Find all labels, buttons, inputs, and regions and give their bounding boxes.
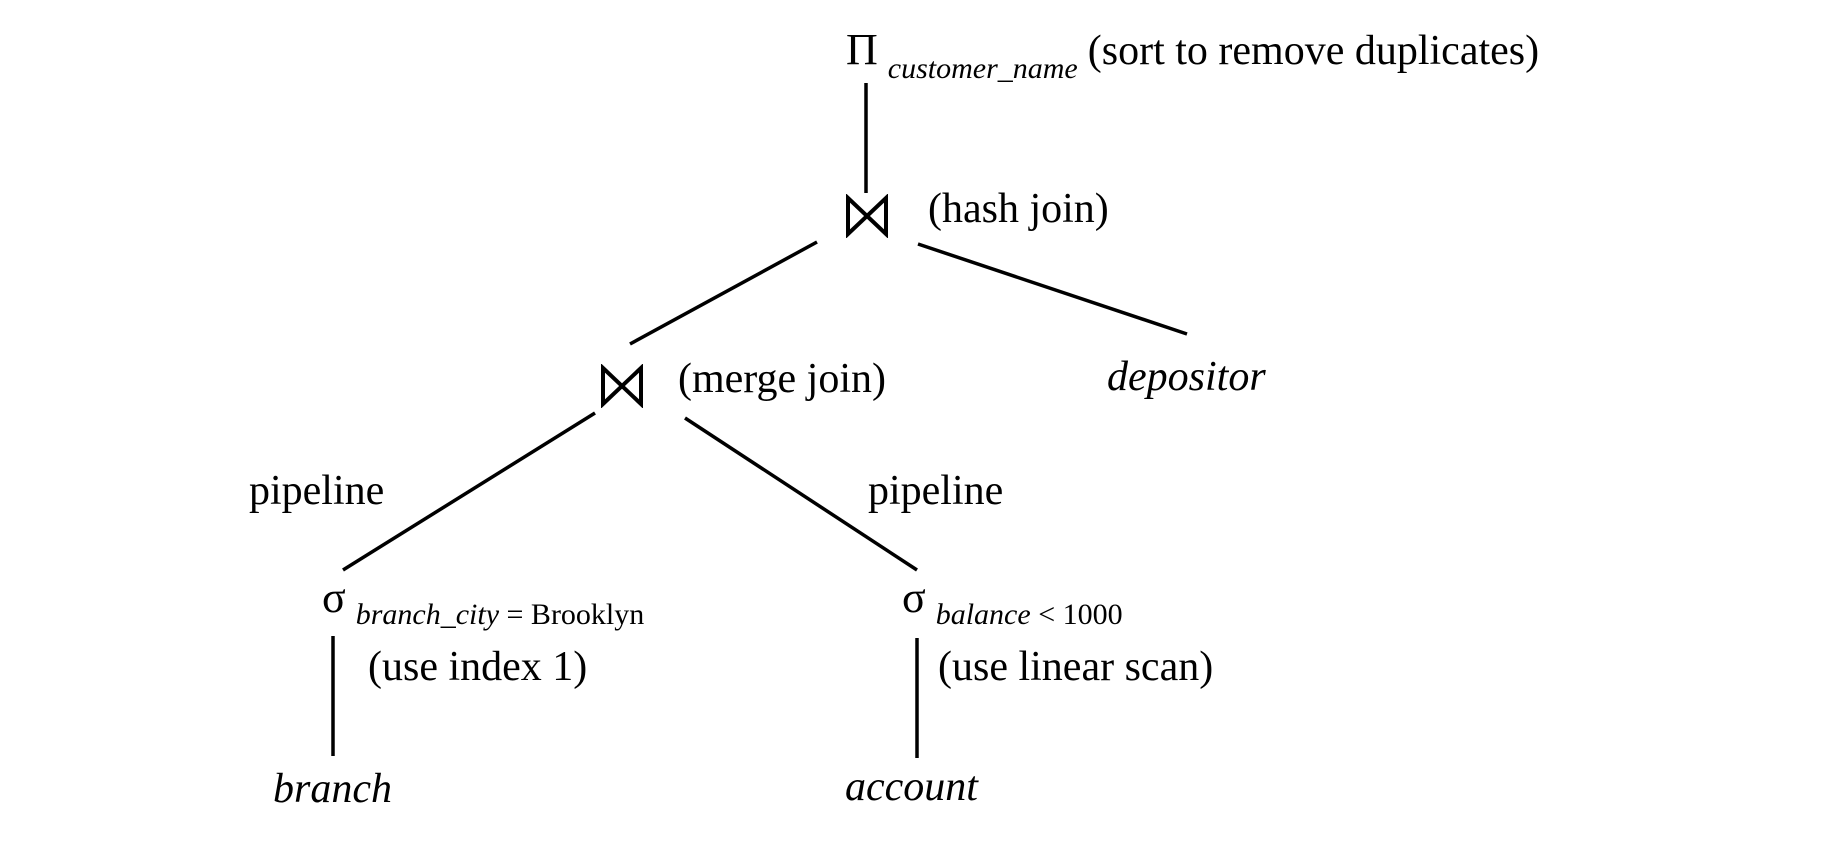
hash-join-note: (hash join) (928, 186, 1109, 232)
merge-join-note: (merge join) (678, 356, 886, 402)
select-branch-note: (use index 1) (368, 644, 588, 690)
merge-join-symbol (600, 363, 644, 409)
select-branch-symbol: σ (322, 573, 346, 622)
projection-symbol: Π (846, 25, 878, 74)
select-balance-subscript: balance (935, 598, 1031, 631)
select-balance-condition: < 1000 (1030, 598, 1123, 631)
account-relation: account (845, 764, 978, 810)
select-branch-condition: = Brooklyn (499, 598, 645, 631)
projection-subscript: customer_name (887, 52, 1078, 85)
select-branch-node: σ branch_city = Brooklyn (322, 573, 644, 630)
pipeline-label-left: pipeline (249, 468, 385, 514)
depositor-relation: depositor (1107, 354, 1266, 400)
projection-note: (sort to remove duplicates) (1087, 28, 1540, 74)
hash-join-symbol (845, 193, 889, 239)
branch-relation: branch (273, 766, 392, 812)
select-branch-subscript: branch_city (355, 598, 500, 631)
edge-mergejoin-select-balance (684, 416, 918, 572)
pipeline-label-right: pipeline (868, 468, 1004, 514)
edge-hashjoin-mergejoin (629, 240, 818, 346)
select-balance-node: σ balance < 1000 (902, 573, 1123, 630)
select-balance-note: (use linear scan) (938, 644, 1214, 690)
select-balance-symbol: σ (902, 573, 926, 622)
edge-mergejoin-select-branch (342, 411, 596, 572)
edge-hashjoin-depositor (917, 242, 1188, 336)
